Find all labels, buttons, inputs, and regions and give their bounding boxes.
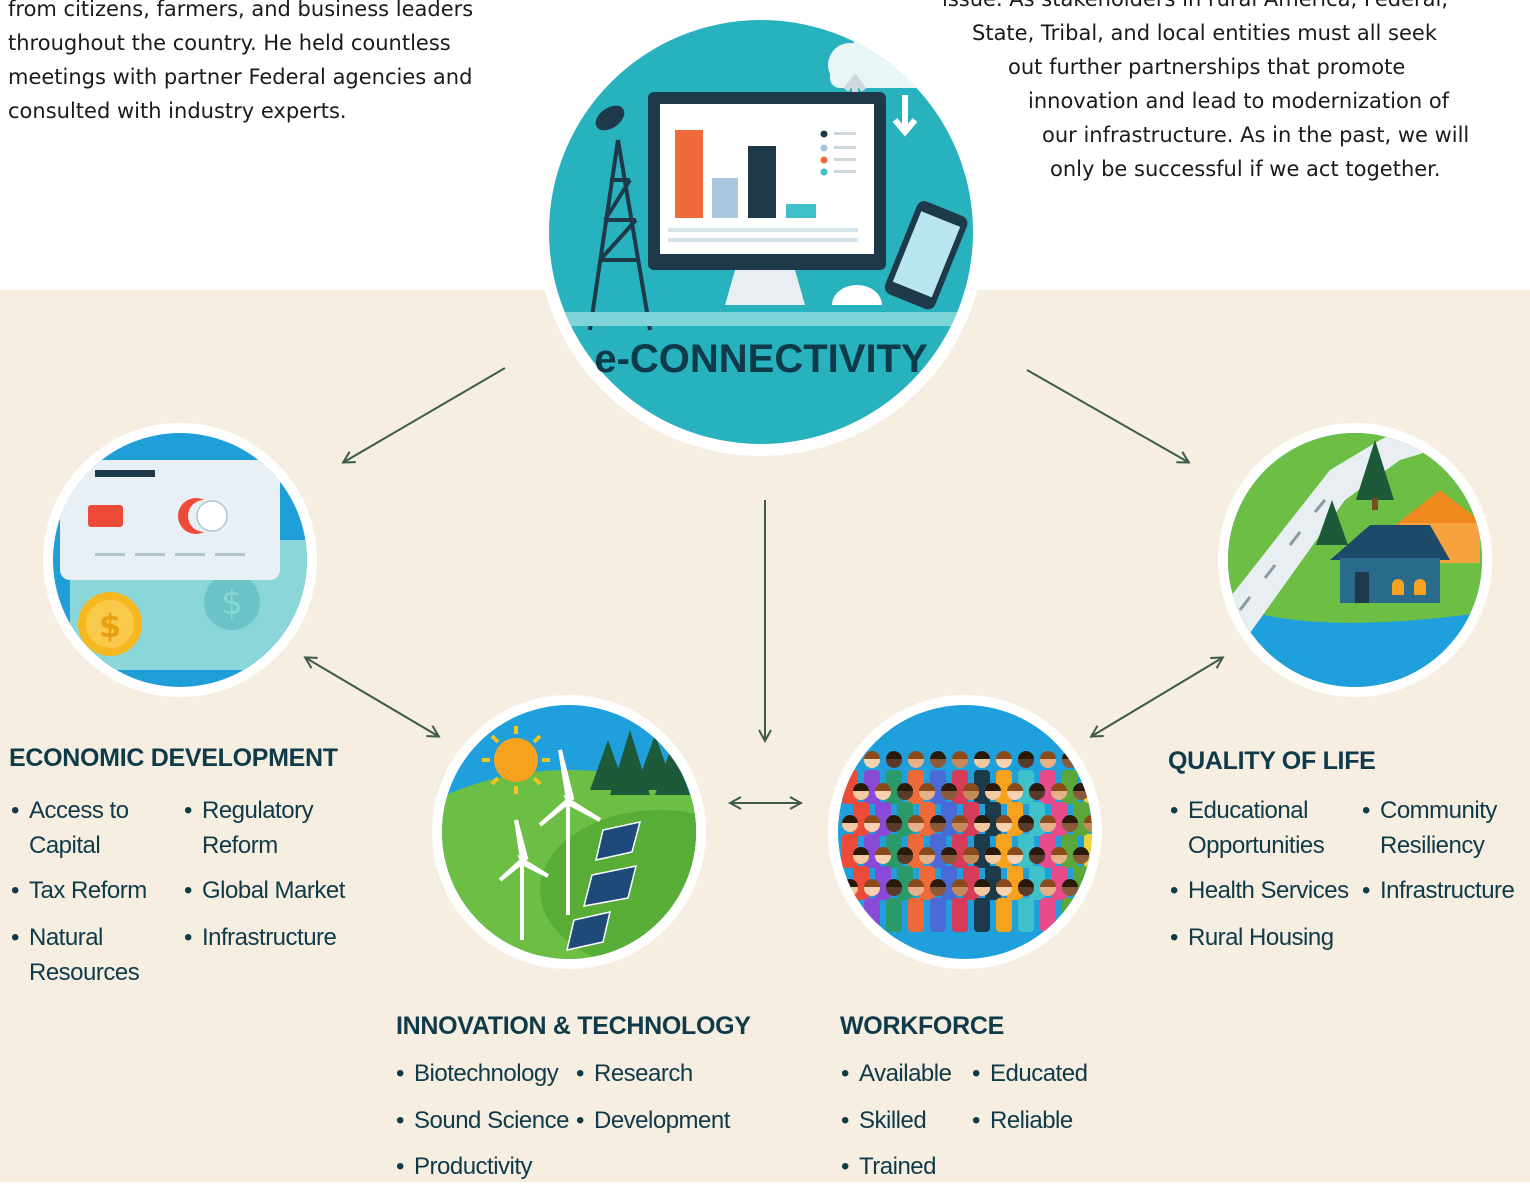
workforce-heading: WORKFORCE: [840, 1012, 1004, 1040]
wind-turbine-icon: [498, 749, 602, 940]
list-item-label: Infrastructure: [1380, 877, 1515, 904]
innovation-technology-illustration: [432, 695, 706, 969]
list-item: •Regulatory Reform: [184, 793, 314, 863]
list-item-label: Reliable: [990, 1107, 1073, 1134]
list-item: •Skilled: [841, 1103, 927, 1138]
list-item-label: Community Resiliency: [1380, 797, 1497, 859]
list-item-label: Productivity: [414, 1153, 533, 1180]
intro-left-line: consulted with industry experts.: [8, 99, 347, 123]
person-figure: [974, 879, 990, 932]
sun-icon: [482, 726, 550, 794]
list-item-label: Tax Reform: [29, 877, 147, 904]
list-item: •Development: [576, 1103, 730, 1138]
person-figure: [952, 879, 968, 932]
e-connectivity-illustration: e-CONNECTIVITY: [537, 8, 985, 456]
list-item-label: Regulatory Reform: [202, 797, 314, 859]
list-item-label: Educational Opportunities: [1188, 797, 1325, 859]
intro-right-line: only be successful if we act together.: [1050, 157, 1441, 181]
list-item: •Access to Capital: [11, 793, 129, 863]
svg-text:$: $: [99, 607, 121, 645]
person-figure: [886, 879, 902, 932]
intro-right-line: State, Tribal, and local entities must a…: [972, 21, 1437, 45]
person-figure: [996, 879, 1012, 932]
list-item: •Reliable: [972, 1103, 1073, 1138]
list-item-label: Educated: [990, 1060, 1088, 1087]
person-figure: [1040, 879, 1056, 932]
workforce-illustration: [828, 695, 1102, 969]
intro-right-line: issue. As stakeholders in rural America,…: [900, 0, 1520, 16]
mouse-icon: [832, 285, 882, 305]
economic-development-illustration: $ $: [43, 423, 317, 697]
list-item: •Tax Reform: [11, 873, 147, 908]
arrow-economic-innovation: [306, 658, 438, 736]
list-item: •Available: [841, 1056, 952, 1091]
list-item: •Rural Housing: [1170, 920, 1334, 955]
intro-left-line: meetings with partner Federal agencies a…: [8, 65, 473, 89]
arrow-workforce-quality: [1092, 658, 1222, 736]
smartphone-icon: [884, 201, 968, 310]
list-item-label: Sound Science: [414, 1107, 569, 1134]
list-item: •Educated: [972, 1056, 1088, 1091]
list-item: •Community Resiliency: [1362, 793, 1497, 863]
list-item-label: Skilled: [859, 1107, 927, 1134]
list-item-label: Access to Capital: [29, 797, 129, 859]
connector-arrows: [306, 367, 1222, 803]
list-item: •Global Market: [184, 873, 345, 908]
svg-text:$: $: [221, 583, 243, 623]
house-icon: [1330, 490, 1482, 603]
list-item-label: Development: [594, 1107, 730, 1134]
radio-tower-icon: [588, 105, 652, 331]
list-item: •Infrastructure: [184, 920, 337, 955]
list-item: •Infrastructure: [1362, 873, 1515, 908]
dollar-coin-icon: [204, 574, 260, 630]
economic-development-heading: ECONOMIC DEVELOPMENT: [9, 744, 338, 772]
list-item-label: Available: [859, 1060, 952, 1087]
intro-right-line: our infrastructure. As in the past, we w…: [1042, 123, 1470, 147]
list-item: •Health Services: [1170, 873, 1349, 908]
center-label: e-CONNECTIVITY: [594, 337, 928, 381]
monitor-icon: [648, 92, 886, 305]
list-item: •Productivity: [396, 1149, 533, 1184]
person-figure: [908, 879, 924, 932]
intro-right-line: innovation and lead to modernization of: [1028, 89, 1450, 113]
arrow-center-to-economic: [344, 367, 506, 462]
innovation-technology-heading: INNOVATION & TECHNOLOGY: [396, 1012, 751, 1040]
quality-of-life-heading: QUALITY OF LIFE: [1168, 747, 1376, 775]
list-item-label: Health Services: [1188, 877, 1349, 904]
list-item-label: Biotechnology: [414, 1060, 559, 1087]
intro-left-line: throughout the country. He held countles…: [8, 31, 451, 55]
list-item: •Natural Resources: [11, 920, 140, 990]
list-item: •Research: [576, 1056, 693, 1091]
list-item-label: Natural Resources: [29, 924, 140, 986]
list-item: •Educational Opportunities: [1170, 793, 1325, 863]
person-figure: [1018, 879, 1034, 932]
intro-paragraph-right: issue. As stakeholders in rural America,…: [900, 0, 1520, 186]
solar-panel-icon: [565, 821, 642, 951]
list-item-label: Trained: [859, 1153, 936, 1180]
pine-tree-icon: [1316, 440, 1394, 545]
quality-of-life-illustration: [1218, 423, 1492, 697]
credit-card-icon: [60, 460, 280, 580]
intro-right-line: out further partnerships that promote: [1008, 55, 1406, 79]
pine-trees-icon: [590, 730, 690, 795]
road-icon: [1228, 433, 1482, 640]
list-item: •Sound Science: [396, 1103, 569, 1138]
list-item-label: Research: [594, 1060, 693, 1087]
arrow-center-to-quality: [1026, 369, 1188, 462]
list-item-label: Infrastructure: [202, 924, 337, 951]
list-item-label: Rural Housing: [1188, 924, 1334, 951]
list-item: •Trained: [841, 1149, 936, 1184]
list-item-label: Global Market: [202, 877, 345, 904]
person-figure: [930, 879, 946, 932]
list-item: •Biotechnology: [396, 1056, 559, 1091]
intro-paragraph-left: from citizens, farmers, and business lea…: [8, 0, 528, 128]
intro-left-line: from citizens, farmers, and business lea…: [8, 0, 474, 21]
